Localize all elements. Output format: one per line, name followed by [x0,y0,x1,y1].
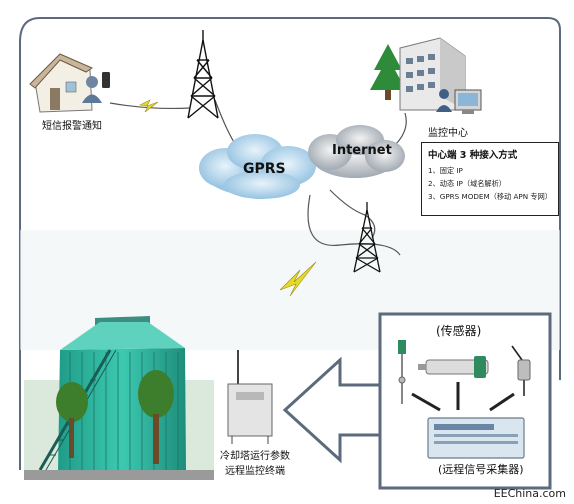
lightning-icon [279,261,317,297]
person-icon [82,76,102,103]
lightning-icon [138,99,159,113]
monitoring-center-label: 监控中心 [428,128,468,139]
level-sensor-icon [398,340,406,404]
pressure-sensor-icon [418,356,489,378]
signal-collector-icon [427,417,525,459]
access-methods-box: 中心端 3 种接入方式 1、固定 IP 2、动态 IP（域名解析） 3、GPRS… [421,142,559,216]
antenna-tower-icon [353,202,381,273]
sensor-panel [378,312,552,490]
tree-icon [138,370,174,464]
watermark: EEChina.com [493,487,566,500]
phone-icon [102,72,110,88]
sensor-links [411,382,515,412]
sms-alert-label: 短信报警通知 [42,121,102,132]
internet-cloud [308,125,405,178]
access-method-item: 1、固定 IP [428,166,463,175]
antenna-tower-icon [187,30,219,119]
computer-icon [454,89,482,114]
access-method-item: 2、动态 IP（域名解析） [428,179,507,188]
data-flow-arrow [282,356,382,464]
access-method-item: 3、GPRS MODEM（移动 APN 专网） [428,192,552,201]
terminal-device-icon [227,350,273,444]
tree-icon [56,382,88,458]
gprs-label: GPRS [243,161,286,177]
operator-icon [436,89,452,112]
terminal-label: 冷却塔运行参数 远程监控终端 [220,449,290,479]
house-icon [29,53,94,113]
collector-label: (远程信号采集器) [438,463,524,476]
access-methods-title: 中心端 3 种接入方式 [428,150,518,161]
temperature-sensor-icon [511,345,531,396]
outer-frame [19,17,561,470]
gprs-cloud [199,134,316,199]
internet-label: Internet [332,143,392,158]
tree-icon [370,44,406,100]
sensors-title: (传感器) [436,324,482,338]
terminal-label-line2: 远程监控终端 [225,466,285,477]
terminal-label-line1: 冷却塔运行参数 [220,451,290,462]
